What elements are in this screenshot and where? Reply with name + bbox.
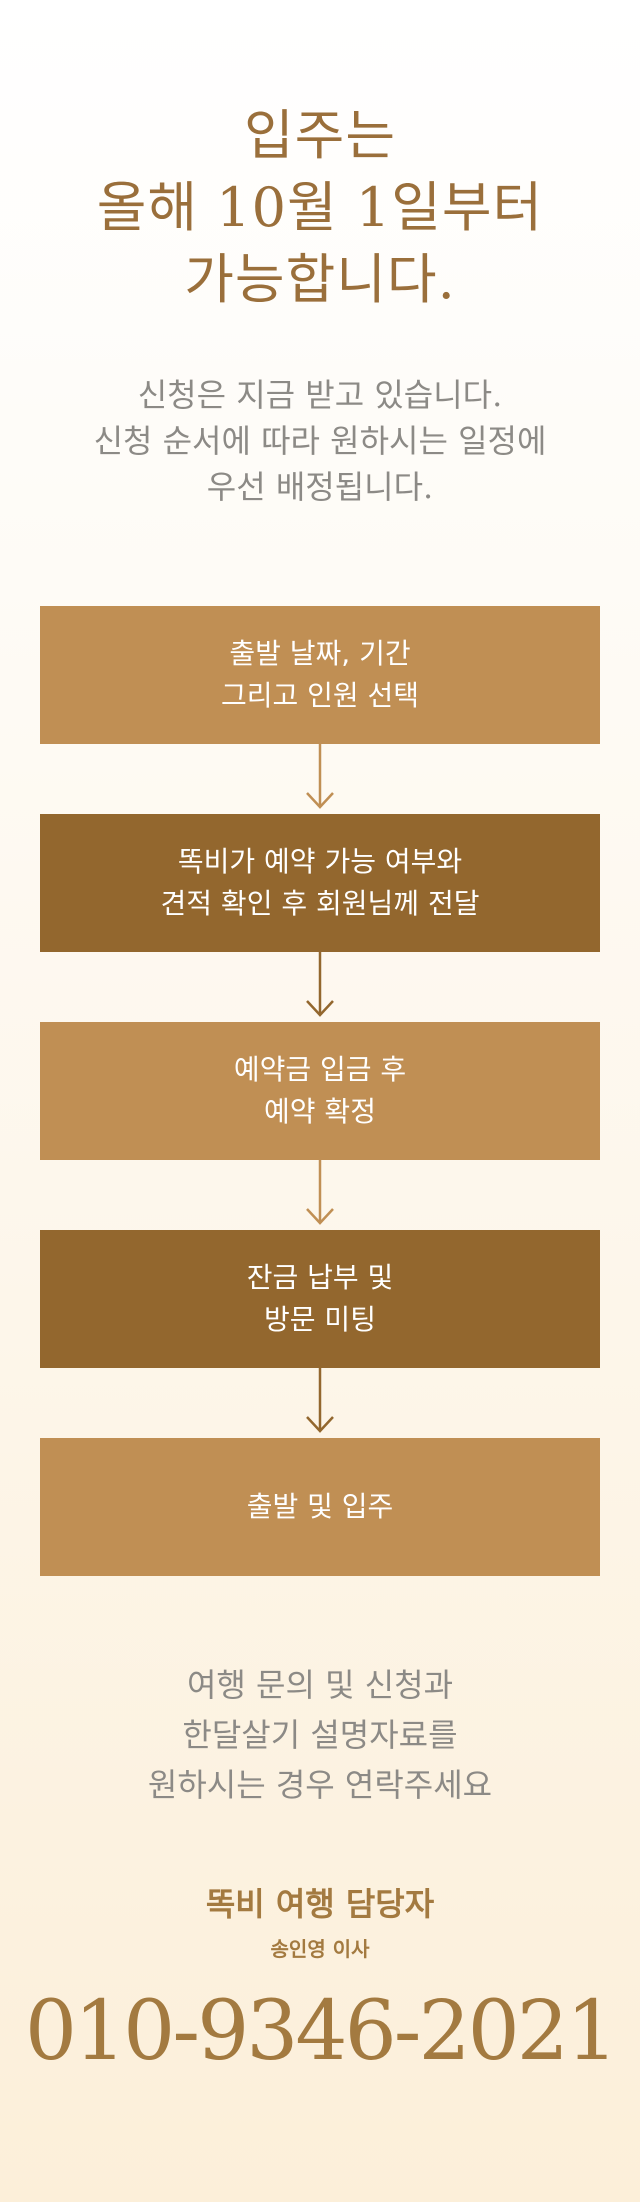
arrow-down-icon (306, 744, 334, 809)
headline-line-2: 올해 10월 1일부터 (96, 176, 544, 239)
contact-line-2: 한달살기 설명자료를 (182, 1716, 458, 1754)
contact-text: 여행 문의 및 신청과 한달살기 설명자료를 원하시는 경우 연락주세요 (0, 1660, 640, 1810)
intro-line-2: 신청 순서에 따라 원하시는 일정에 (93, 422, 547, 460)
headline-line-1: 입주는 (243, 104, 397, 167)
step-availability-quote: 똑비가 예약 가능 여부와 견적 확인 후 회원님께 전달 (40, 814, 600, 952)
step-select-dates: 출발 날짜, 기간 그리고 인원 선택 (40, 606, 600, 744)
contact-line-3: 원하시는 경우 연락주세요 (147, 1766, 493, 1804)
step-2-line-1: 똑비가 예약 가능 여부와 (177, 845, 463, 878)
step-departure-movein: 출발 및 입주 (40, 1438, 600, 1576)
manager-name: 송인영 이사 (270, 1937, 370, 1961)
manager-title: 똑비 여행 담당자 (205, 1885, 435, 1923)
arrow-down-icon (306, 1160, 334, 1225)
step-1-line-1: 출발 날짜, 기간 (229, 637, 411, 670)
headline: 입주는 올해 10월 1일부터 가능합니다. (0, 100, 640, 316)
step-4-line-2: 방문 미팅 (264, 1303, 376, 1336)
step-5-line-1: 출발 및 입주 (246, 1490, 394, 1523)
arrow-down-icon (306, 952, 334, 1017)
step-4-line-1: 잔금 납부 및 (246, 1261, 394, 1294)
step-3-line-1: 예약금 입금 후 (233, 1053, 407, 1086)
step-3-line-2: 예약 확정 (264, 1095, 376, 1128)
intro-text: 신청은 지금 받고 있습니다. 신청 순서에 따라 원하시는 일정에 우선 배정… (0, 372, 640, 510)
phone-number[interactable]: 010-9346-2021 (24, 1984, 618, 2079)
intro-line-3: 우선 배정됩니다. (206, 468, 434, 506)
intro-line-1: 신청은 지금 받고 있습니다. (137, 376, 503, 414)
arrow-down-icon (306, 1368, 334, 1433)
step-2-line-2: 견적 확인 후 회원님께 전달 (160, 887, 480, 920)
step-balance-meeting: 잔금 납부 및 방문 미팅 (40, 1230, 600, 1368)
step-deposit-confirm: 예약금 입금 후 예약 확정 (40, 1022, 600, 1160)
step-1-line-2: 그리고 인원 선택 (220, 679, 420, 712)
headline-line-3: 가능합니다. (184, 248, 456, 311)
contact-line-1: 여행 문의 및 신청과 (186, 1666, 454, 1704)
